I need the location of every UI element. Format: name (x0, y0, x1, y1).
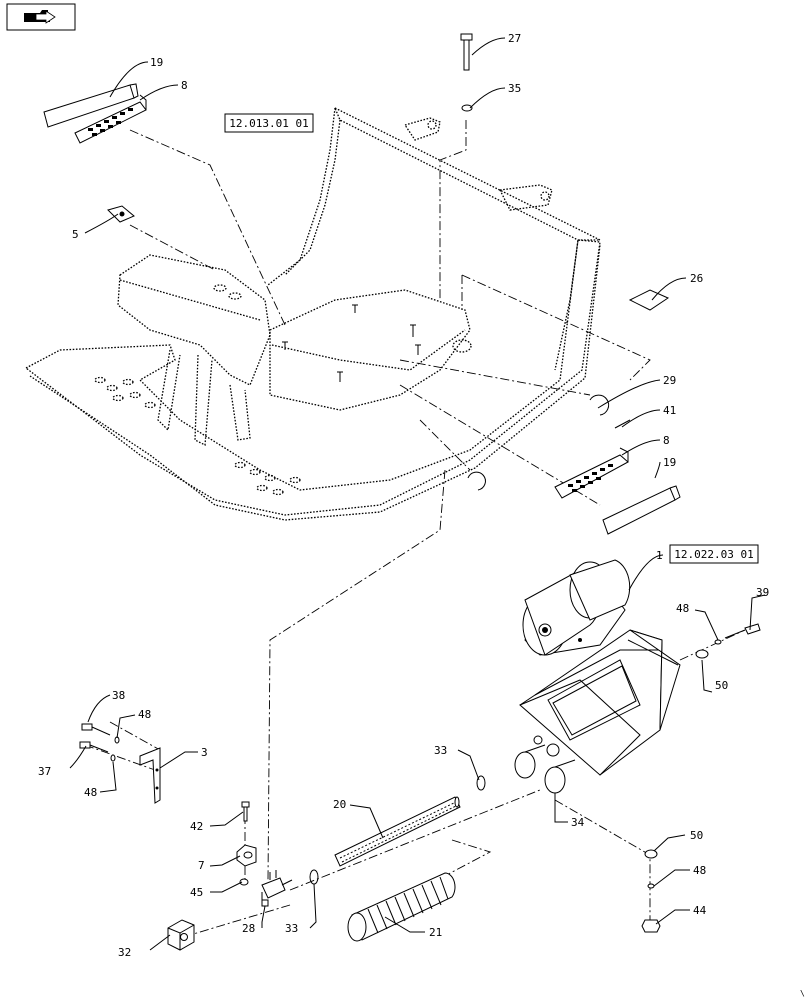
callout-45: 45 (190, 886, 203, 899)
callout-8-lower: 8 (663, 434, 670, 447)
blower-assembly-1 (522, 559, 631, 656)
callout-32: 32 (118, 946, 131, 959)
callout-48-bottom: 48 (693, 864, 706, 877)
callout-48-left-bottom: 48 (84, 786, 97, 799)
pad-19-lower (602, 485, 681, 535)
folder-arrow-icon[interactable] (6, 3, 76, 31)
ring-center (467, 471, 486, 491)
callout-33-left: 33 (285, 922, 298, 935)
screw-37 (79, 741, 109, 753)
reference-box-12-022[interactable]: 12.022.03 01 (669, 544, 759, 564)
washer-48-bottom (647, 883, 655, 889)
svg-text:12.022.03 01: 12.022.03 01 (674, 548, 753, 561)
washer-48-right (714, 639, 722, 645)
screw-38 (81, 723, 111, 736)
callout-29: 29 (663, 374, 676, 387)
heater-housing (519, 629, 681, 776)
callout-38: 38 (112, 689, 125, 702)
leader-lines (69, 37, 766, 951)
svg-text:12.013.01 01: 12.013.01 01 (229, 117, 308, 130)
callout-37: 37 (38, 765, 51, 778)
callout-28: 28 (242, 922, 255, 935)
nut-44 (641, 919, 661, 933)
hose-clamp-33-right (476, 775, 486, 791)
assembly-centerlines (84, 120, 746, 939)
cab-floor-frame (24, 106, 601, 521)
callout-1: 1 (656, 549, 663, 562)
screw-42 (241, 801, 250, 822)
callout-39: 39 (756, 586, 769, 599)
clamp-7 (236, 844, 257, 867)
callout-5: 5 (72, 228, 79, 241)
callout-34: 34 (571, 816, 585, 829)
callout-19-upper: 19 (150, 56, 163, 69)
callout-8-upper: 8 (181, 79, 188, 92)
callout-19-lower: 19 (663, 456, 676, 469)
callout-labels: 27 35 19 8 5 26 29 41 8 19 1 39 48 50 38… (38, 32, 769, 959)
nut-45 (239, 878, 249, 886)
hose-clamp-33-left (309, 869, 319, 885)
reference-box-12-013[interactable]: 12.013.01 01 (224, 113, 314, 133)
corner-mark: \ (800, 989, 805, 998)
hose-20 (334, 796, 461, 867)
bolt-27 (460, 33, 473, 71)
callout-21: 21 (429, 926, 442, 939)
callout-48-right: 48 (676, 602, 689, 615)
washer-35 (461, 104, 473, 112)
washer-50-bottom (644, 849, 658, 859)
outlet-34 (514, 744, 576, 794)
bracket-5 (107, 205, 135, 223)
callout-27: 27 (508, 32, 521, 45)
grille-8-lower (554, 447, 629, 499)
callout-41: 41 (663, 404, 676, 417)
callout-48-left-top: 48 (138, 708, 151, 721)
callout-33-right: 33 (434, 744, 447, 757)
strip-41 (614, 419, 631, 429)
bolt-39 (724, 623, 761, 639)
bracket-3 (139, 747, 161, 804)
pad-19-upper (43, 83, 139, 128)
callout-50-right: 50 (715, 679, 728, 692)
label-26 (628, 289, 670, 311)
callout-44: 44 (693, 904, 707, 917)
callout-7: 7 (198, 859, 205, 872)
duct-21 (347, 872, 456, 942)
callout-20: 20 (333, 798, 346, 811)
callout-35: 35 (508, 82, 521, 95)
callout-3: 3 (201, 746, 208, 759)
ring-29 (589, 394, 610, 416)
callout-42: 42 (190, 820, 203, 833)
washer-50-right (695, 649, 709, 659)
grille-8-upper (74, 94, 147, 144)
block-32 (167, 919, 195, 951)
valve-28 (261, 870, 293, 907)
callout-26: 26 (690, 272, 703, 285)
washer-48-left-b (110, 754, 116, 762)
callout-50-bottom: 50 (690, 829, 703, 842)
